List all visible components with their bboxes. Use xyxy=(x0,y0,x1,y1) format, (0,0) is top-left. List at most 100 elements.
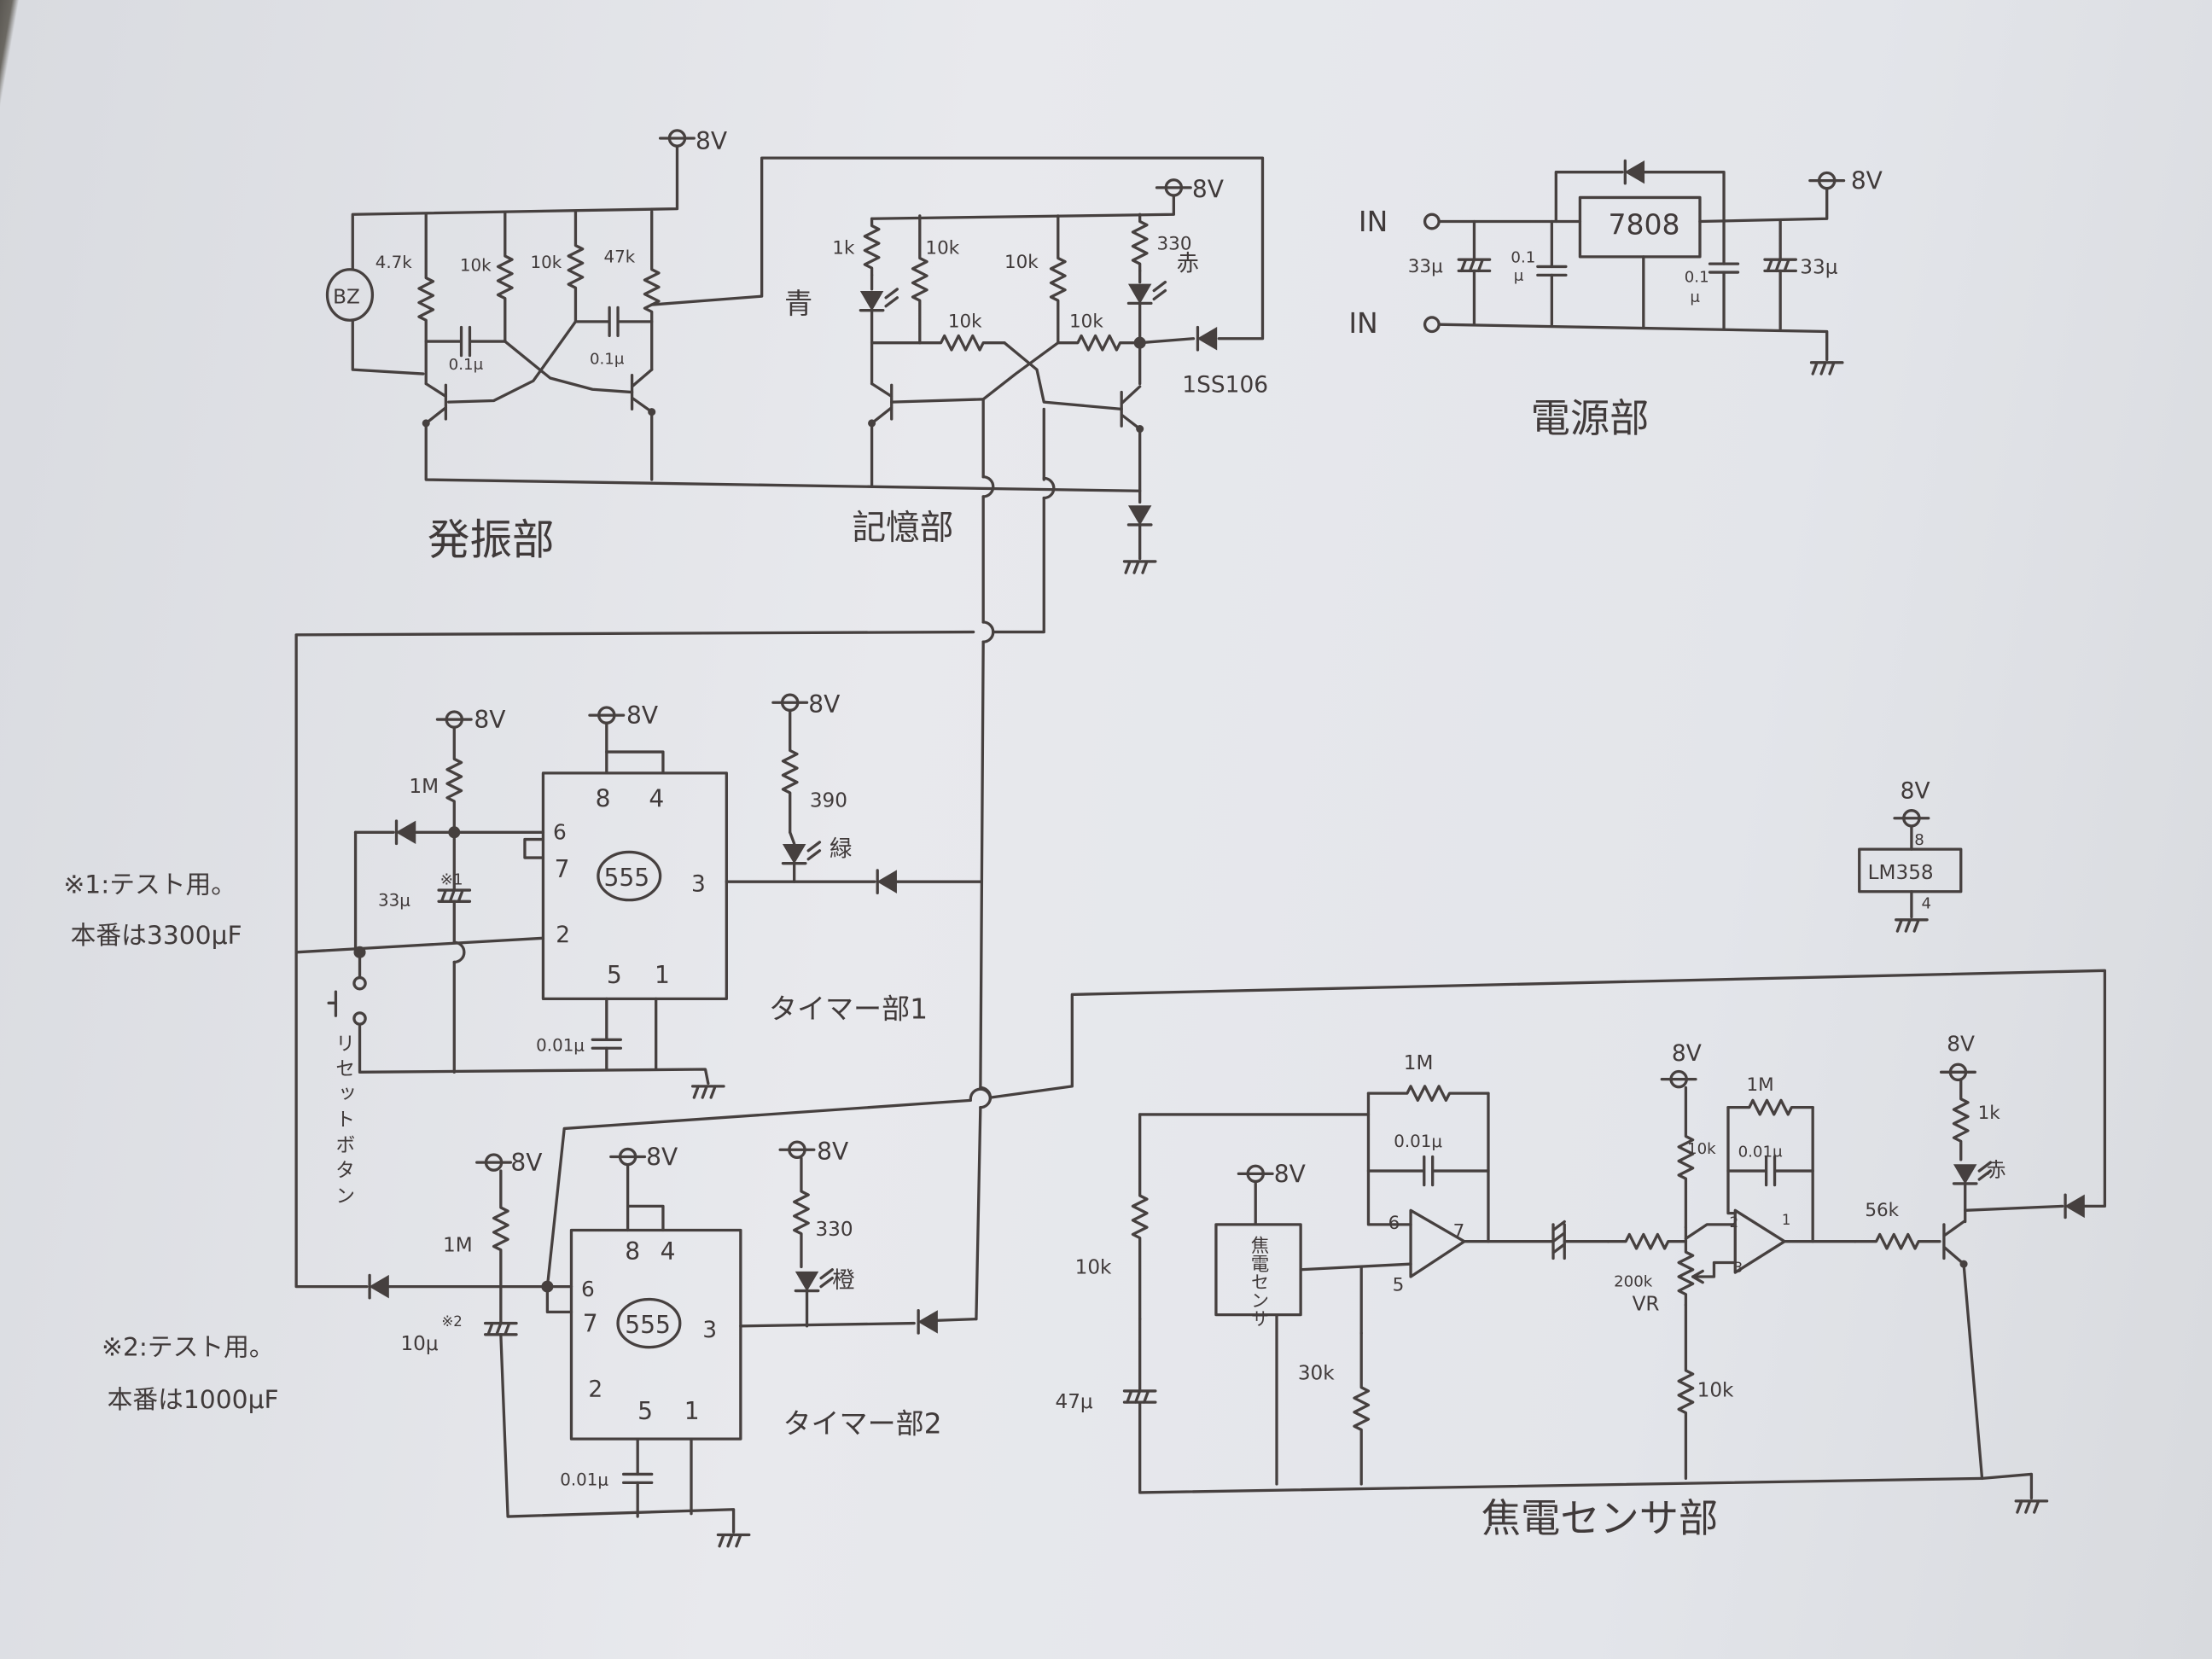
wire xyxy=(1964,1204,2064,1212)
pin-label: 7 xyxy=(1453,1221,1465,1243)
input-terminal-icon xyxy=(1423,212,1441,230)
supply-label: 8V xyxy=(1901,778,1930,805)
resistor-10k xyxy=(1131,1113,1149,1321)
coupling-capacitor xyxy=(1551,1220,1566,1260)
resistor-label: 1k xyxy=(832,238,855,259)
wire xyxy=(1366,1091,1412,1226)
resistor-label: 330 xyxy=(815,1219,853,1241)
capacitor-33u xyxy=(437,888,472,903)
ground-icon xyxy=(1122,560,1157,574)
transistor-right xyxy=(1120,385,1144,434)
resistor-label: 10k xyxy=(925,238,959,259)
sensor-box-label: 焦電センサ xyxy=(1248,1236,1269,1328)
opamp-1 xyxy=(1409,1208,1466,1278)
capacitor-0.1u xyxy=(573,306,654,338)
pin-label: 3 xyxy=(1734,1260,1743,1276)
led-orange xyxy=(795,1271,819,1292)
wire xyxy=(1003,341,1123,411)
led-label: 橙 xyxy=(832,1267,854,1294)
capacitor-label: 33μ xyxy=(1408,256,1443,277)
led-label: 赤 xyxy=(1987,1160,2006,1182)
transistor-body xyxy=(1120,385,1142,431)
ground-icon xyxy=(691,1085,725,1099)
transistor-left xyxy=(868,381,894,428)
resistor xyxy=(1606,1232,1688,1250)
led-label: 緑 xyxy=(830,835,852,862)
diode-1ss106 xyxy=(1196,327,1218,351)
transistor-body xyxy=(870,381,894,425)
resistor-1k xyxy=(863,217,881,277)
diode xyxy=(876,870,897,894)
ground-icon xyxy=(716,1533,751,1548)
wire xyxy=(294,936,545,954)
ground-rail xyxy=(1437,323,1829,362)
resistor-330 xyxy=(793,1156,810,1269)
capacitor-label: 33μ xyxy=(378,890,410,910)
supply-label: 8V xyxy=(1192,175,1224,203)
capacitor-label: 0.01μ xyxy=(560,1470,608,1490)
section-title-timer2: タイマー部2 xyxy=(783,1407,941,1441)
resistor-label: 30k xyxy=(1298,1363,1335,1385)
ic-555-timer1 xyxy=(541,771,728,1001)
wire-crossover xyxy=(1042,476,1056,500)
capacitor-label: μ xyxy=(1690,288,1700,306)
resistor-30k xyxy=(1353,1331,1371,1486)
led-light-rays xyxy=(1152,280,1167,301)
diode xyxy=(395,820,416,845)
led-label: 青 xyxy=(784,287,812,320)
input-terminal-icon xyxy=(1423,316,1441,334)
supply-label: 8V xyxy=(646,1143,678,1171)
pin-label: 1 xyxy=(655,961,670,989)
section-title-memory: 記憶部 xyxy=(852,508,953,547)
wire xyxy=(499,1333,736,1534)
regulator-label: 7808 xyxy=(1608,207,1679,241)
ground-rail xyxy=(1138,1400,1984,1494)
ic-555-timer2 xyxy=(569,1228,742,1441)
capacitor-47u xyxy=(1122,1389,1157,1404)
resistor-label: 1M xyxy=(1746,1074,1773,1096)
capacitor-0.01u xyxy=(1726,1155,1814,1187)
diode xyxy=(2064,1194,2085,1219)
buzzer-icon xyxy=(325,268,375,322)
wire xyxy=(1643,171,1726,265)
wire xyxy=(351,145,679,271)
ic-label: 555 xyxy=(604,864,650,892)
section-title-sensor: 焦電センサ部 xyxy=(1481,1495,1719,1541)
ground-icon xyxy=(1809,361,1844,375)
opamp-2 xyxy=(1733,1208,1786,1274)
resistor-label: 1M xyxy=(443,1234,473,1256)
note-line: ※2:テスト用。 xyxy=(102,1333,275,1363)
wire-crossover xyxy=(969,1087,992,1101)
pin-label: 8 xyxy=(596,785,611,813)
reset-switch-contact xyxy=(352,1011,367,1026)
capacitor-label: 0.01μ xyxy=(1738,1144,1783,1161)
resistor-label: 1M xyxy=(409,776,439,798)
led-red xyxy=(1953,1164,1977,1185)
wire xyxy=(936,1317,978,1322)
supply-label: 8V xyxy=(510,1149,542,1177)
capacitor-label: 47μ xyxy=(1055,1391,1092,1413)
transistor-left xyxy=(422,381,448,428)
ic-label: LM358 xyxy=(1868,862,1934,884)
pin-label: 4 xyxy=(661,1237,676,1266)
pin-label: 1 xyxy=(1782,1212,1791,1228)
supply-label: 8V xyxy=(1672,1040,1702,1067)
resistor-label: 10k xyxy=(460,255,492,275)
resistor-1M xyxy=(445,726,463,834)
pin-label: 1 xyxy=(684,1397,700,1425)
pin-label: 2 xyxy=(556,922,570,948)
capacitor-label: 0.1 xyxy=(1511,248,1535,266)
wire xyxy=(992,496,1045,634)
resistor-1M xyxy=(1726,1098,1814,1116)
wire xyxy=(1138,337,1196,345)
wire xyxy=(1691,1260,1737,1278)
led-light-rays xyxy=(819,1268,834,1289)
regulator-7808-box xyxy=(1578,195,1702,259)
footnote-mark: ※1 xyxy=(440,870,463,888)
resistor-56k xyxy=(1854,1232,1941,1250)
resistor-1M xyxy=(492,1169,509,1289)
section-title-power: 電源部 xyxy=(1531,395,1650,441)
wire xyxy=(358,1022,710,1086)
wire xyxy=(789,830,796,846)
